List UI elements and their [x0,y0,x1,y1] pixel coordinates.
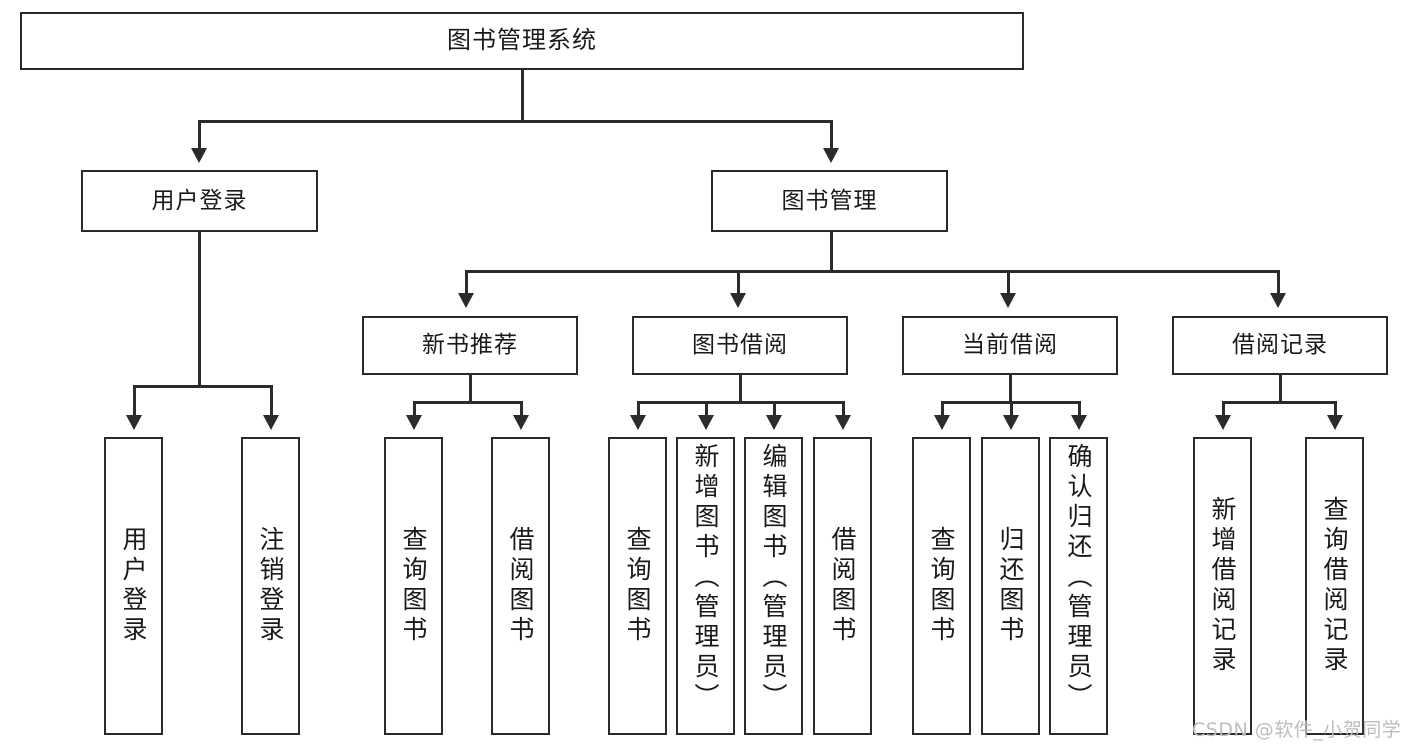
arrow-book-borrow-to-leaf-1 [630,415,646,430]
arrow-book-manage-to-book-borrow [730,293,746,308]
arrow-borrow-record-to-leaf-1 [1215,415,1231,430]
node-new-book-recommend[interactable]: 新书推荐 [362,316,578,375]
node-label: 借阅图书 [828,526,857,646]
connector-new-book-stem [469,375,472,403]
arrow-user-login-to-leaf-1 [126,415,142,430]
connector-borrow-record-to-leaf-2 [1334,401,1337,417]
connector-book-manage-stem [830,232,833,272]
arrow-current-borrow-to-leaf-2 [1003,415,1019,430]
node-label: 图书借阅 [692,332,788,359]
connector-borrow-record-stem [1279,375,1282,403]
connector-user-login-stem [198,232,201,386]
connector-book-manage-to-book-borrow [737,270,740,295]
node-label: 用户登录 [151,187,248,214]
node-label: 当前借阅 [962,332,1058,359]
node-user-login[interactable]: 用户登录 [81,170,318,232]
connector-book-manage-to-new-book [465,270,468,295]
node-book-management[interactable]: 图书管理 [711,170,948,232]
node-label: 归还图书 [996,526,1025,646]
arrow-book-borrow-to-leaf-3 [766,415,782,430]
arrow-book-manage-to-current-borrow [1000,293,1016,308]
connector-book-borrow-to-leaf-4 [842,401,845,417]
node-root-library-system[interactable]: 图书管理系统 [20,12,1024,70]
connector-user-login-to-leaf-2 [270,385,273,417]
leaf-user-login-signout[interactable]: 注销登录 [241,437,300,735]
node-label: 查询图书 [623,526,652,646]
connector-root-stem [521,69,524,121]
arrow-book-borrow-to-leaf-2 [698,415,714,430]
leaf-book-borrow-edit-book-admin[interactable]: 编辑图书（管理员） [744,437,803,735]
connector-current-borrow-to-leaf-2 [1010,401,1013,417]
connector-root-to-user-login [198,120,201,150]
node-label: 图书管理系统 [447,26,597,55]
connector-book-manage-bus [465,270,1280,273]
node-book-borrow[interactable]: 图书借阅 [632,316,848,375]
node-label: 借阅图书 [506,526,535,646]
arrow-current-borrow-to-leaf-3 [1071,415,1087,430]
connector-book-manage-to-current-borrow [1007,270,1010,295]
connector-root-bus [198,120,833,123]
node-label: 查询图书 [927,526,956,646]
connector-new-book-to-leaf-2 [520,401,523,417]
connector-book-borrow-stem [739,375,742,403]
connector-borrow-record-to-leaf-1 [1222,401,1225,417]
leaf-borrow-record-add-record[interactable]: 新增借阅记录 [1193,437,1252,735]
arrow-new-book-to-leaf-2 [513,415,529,430]
arrow-borrow-record-to-leaf-2 [1327,415,1343,430]
arrow-book-manage-to-borrow-record [1270,293,1286,308]
leaf-borrow-record-query-record[interactable]: 查询借阅记录 [1305,437,1364,735]
leaf-new-book-query-book[interactable]: 查询图书 [384,437,443,735]
connector-new-book-bus [413,401,523,404]
node-label: 新增图书（管理员） [691,443,720,713]
node-borrow-record[interactable]: 借阅记录 [1172,316,1388,375]
node-label: 查询借阅记录 [1320,496,1349,676]
node-label: 新增借阅记录 [1208,496,1237,676]
connector-user-login-bus [133,385,273,388]
connector-book-borrow-to-leaf-3 [773,401,776,417]
connector-book-borrow-bus [637,401,845,404]
connector-book-borrow-to-leaf-1 [637,401,640,417]
arrow-new-book-to-leaf-1 [406,415,422,430]
leaf-current-borrow-confirm-return-admin[interactable]: 确认归还（管理员） [1049,437,1108,735]
leaf-book-borrow-query-book[interactable]: 查询图书 [608,437,667,735]
connector-new-book-to-leaf-1 [413,401,416,417]
connector-book-borrow-to-leaf-2 [705,401,708,417]
leaf-user-login-signin[interactable]: 用户登录 [104,437,163,735]
connector-borrow-record-bus [1222,401,1337,404]
arrow-root-to-book-manage [823,148,839,163]
connector-current-borrow-to-leaf-3 [1078,401,1081,417]
node-label: 用户登录 [119,526,148,646]
arrow-user-login-to-leaf-2 [263,415,279,430]
node-label: 借阅记录 [1232,332,1328,359]
connector-current-borrow-stem [1009,375,1012,403]
arrow-book-manage-to-new-book [458,293,474,308]
node-label: 新书推荐 [422,332,518,359]
leaf-book-borrow-add-book-admin[interactable]: 新增图书（管理员） [676,437,735,735]
leaf-current-borrow-query-book[interactable]: 查询图书 [912,437,971,735]
leaf-new-book-borrow-book[interactable]: 借阅图书 [491,437,550,735]
node-current-borrow[interactable]: 当前借阅 [902,316,1118,375]
connector-user-login-to-leaf-1 [133,385,136,417]
connector-current-borrow-to-leaf-1 [941,401,944,417]
node-label: 注销登录 [256,526,285,646]
csdn-watermark: CSDN @软件_小贺同学 [1192,719,1402,741]
leaf-book-borrow-borrow-book[interactable]: 借阅图书 [813,437,872,735]
node-label: 查询图书 [399,526,428,646]
node-label: 编辑图书（管理员） [759,443,788,713]
arrow-current-borrow-to-leaf-1 [934,415,950,430]
connector-root-to-book-manage [830,120,833,150]
connector-book-manage-to-borrow-record [1277,270,1280,295]
arrow-root-to-user-login [191,148,207,163]
node-label: 确认归还（管理员） [1064,443,1093,713]
leaf-current-borrow-return-book[interactable]: 归还图书 [981,437,1040,735]
arrow-book-borrow-to-leaf-4 [835,415,851,430]
node-label: 图书管理 [781,187,878,214]
